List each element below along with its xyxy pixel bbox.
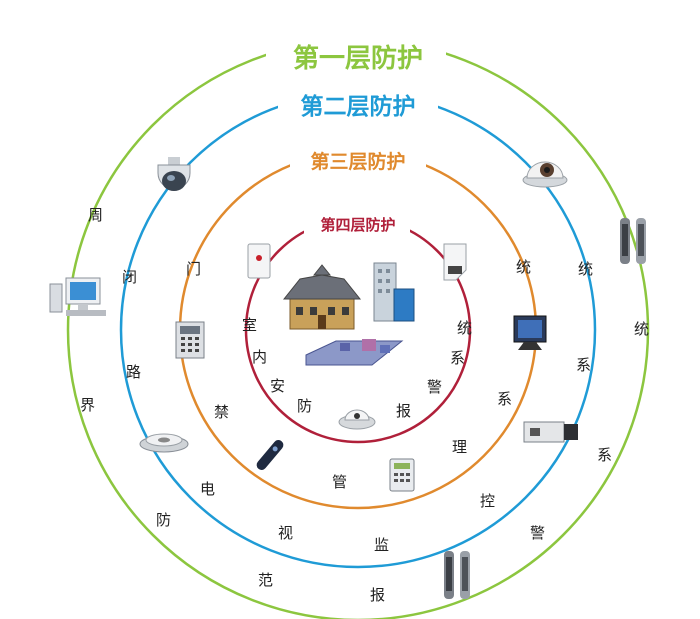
layer-2-title: 第二层防护 bbox=[301, 93, 416, 120]
ring-layer-4 bbox=[244, 216, 472, 444]
arc-char: 电 bbox=[200, 480, 215, 498]
arc-char: 统 bbox=[457, 319, 472, 337]
arc-char: 系 bbox=[497, 390, 512, 408]
pir-detector-icon bbox=[443, 243, 467, 281]
access-keypad-icon bbox=[175, 321, 205, 359]
arc-char: 管 bbox=[332, 473, 347, 491]
arc-char: 控 bbox=[480, 492, 495, 510]
arc-char: 门 bbox=[186, 260, 201, 278]
arc-char: 报 bbox=[396, 402, 411, 420]
villa-house-icon bbox=[282, 264, 362, 330]
panic-button-icon bbox=[256, 440, 284, 470]
arc-char: 系 bbox=[597, 446, 612, 464]
arc-char: 范 bbox=[258, 571, 273, 589]
arc-char: 视 bbox=[278, 524, 293, 542]
arc-char: 闭 bbox=[122, 268, 137, 286]
layer-1-title: 第一层防护 bbox=[293, 43, 423, 74]
card-reader-icon bbox=[389, 458, 415, 492]
door-sensor-icon bbox=[247, 243, 271, 279]
arc-char: 防 bbox=[297, 397, 312, 415]
arc-char: 警 bbox=[530, 524, 545, 542]
arc-char: 室 bbox=[242, 316, 257, 334]
arc-char: 理 bbox=[452, 438, 467, 456]
arc-char: 安 bbox=[270, 377, 285, 395]
beam-detector-bottom-icon bbox=[444, 551, 470, 599]
infrared-beam-icon bbox=[620, 218, 646, 264]
arc-char: 系 bbox=[576, 356, 591, 374]
desktop-computer-icon bbox=[49, 277, 106, 316]
arc-char: 禁 bbox=[214, 403, 229, 421]
arc-char: 系 bbox=[450, 349, 465, 367]
ceiling-dome-camera-icon bbox=[522, 161, 568, 188]
arc-char: 周 bbox=[88, 206, 103, 224]
smoke-detector-icon bbox=[139, 433, 189, 453]
dome-camera-icon bbox=[157, 157, 191, 191]
box-camera-icon bbox=[523, 421, 578, 443]
monitor-icon bbox=[513, 315, 547, 350]
arc-char: 监 bbox=[374, 536, 389, 554]
arc-char: 统 bbox=[634, 320, 649, 338]
arc-char: 路 bbox=[126, 363, 141, 381]
layer-3-title: 第三层防护 bbox=[310, 150, 405, 173]
arc-char: 界 bbox=[80, 396, 95, 414]
ring-layer-3 bbox=[178, 150, 538, 510]
layer-4-title: 第四层防护 bbox=[320, 216, 395, 234]
arc-char: 统 bbox=[578, 260, 593, 278]
arc-char: 内 bbox=[252, 348, 267, 366]
arc-char: 统 bbox=[516, 258, 531, 276]
ring-layer-1 bbox=[66, 38, 650, 619]
glass-break-detector-icon bbox=[338, 409, 376, 430]
floor-plan-icon bbox=[305, 339, 404, 366]
arc-char: 报 bbox=[370, 586, 385, 604]
arc-char: 警 bbox=[427, 378, 442, 396]
office-building-icon bbox=[373, 262, 415, 322]
arc-char: 防 bbox=[156, 511, 171, 529]
